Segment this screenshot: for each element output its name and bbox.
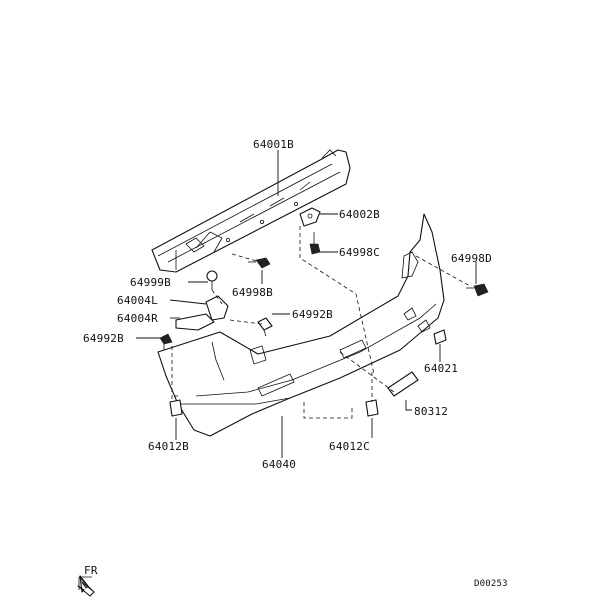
side-bracket-64004l [205,295,229,321]
clip-64012b [169,395,183,417]
reinforcement-beam [151,149,351,273]
label-80312: 80312 [414,405,448,418]
label-64012c: 64012C [329,440,370,453]
leader-lines [136,150,477,458]
label-64002b: 64002B [339,208,380,221]
clip-64992b-right [257,317,273,337]
label-64040: 64040 [262,458,296,471]
clip-64992b-left [159,333,173,350]
diagram-code: D00253 [474,579,508,589]
alignment-lines [171,226,471,419]
clip-64012c [365,399,379,417]
label-64004l: 64004L [117,294,158,307]
label-64001b: 64001B [253,138,294,151]
reflector-80312 [387,371,419,397]
bumper-cover [157,213,445,437]
fastener-64998d [466,283,489,297]
label-64998c: 64998C [339,246,380,259]
label-64992b-left: 64992B [83,332,124,345]
label-64999b: 64999B [130,276,171,289]
bracket-64002b [299,207,321,227]
label-64021: 64021 [424,362,458,375]
clip-64021 [433,329,447,345]
side-bracket-64004r [175,313,215,331]
label-64992b-right: 64992B [292,308,333,321]
label-64998d: 64998D [451,252,492,265]
fastener-64998b [248,257,271,269]
fastener-64998c [309,232,321,255]
fastener-64999b [206,270,218,290]
label-64998b: 64998B [232,286,273,299]
label-64012b: 64012B [148,440,189,453]
label-64004r: 64004R [117,312,158,325]
front-direction-arrow-icon [77,575,95,597]
direction-label: FR [84,564,98,577]
